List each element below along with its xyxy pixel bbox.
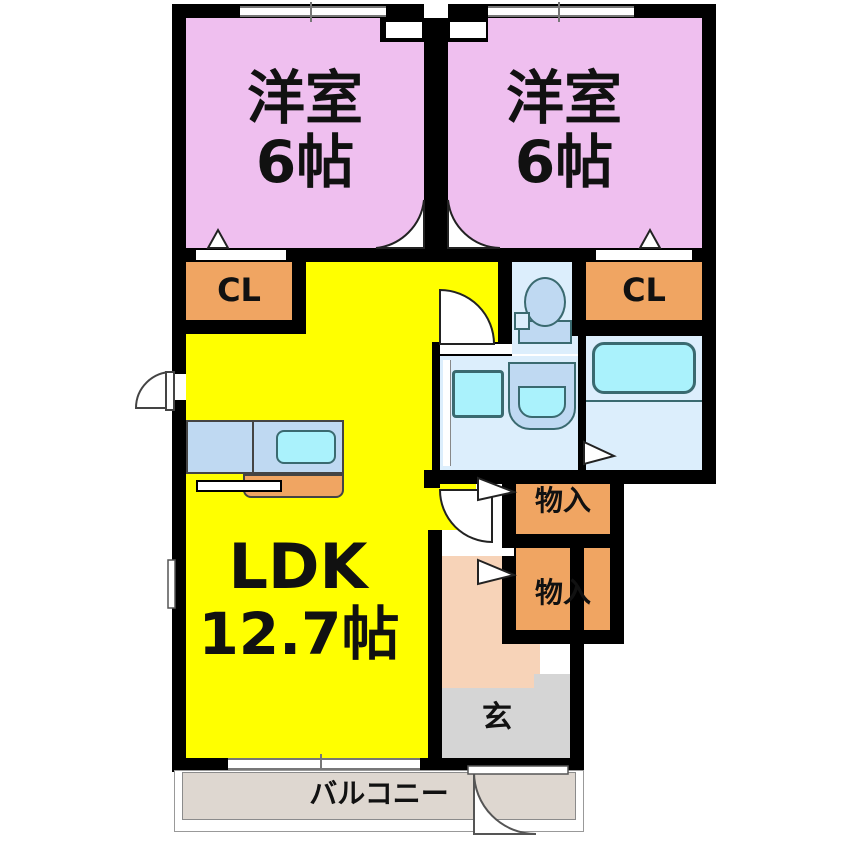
bathtub-fixture (592, 342, 696, 394)
entrance-label: 玄 (482, 700, 512, 735)
wall-storage-divider (502, 534, 624, 548)
wall-washroom-west (432, 342, 440, 470)
hall-storage-door-bar (442, 548, 514, 556)
wall-bedroom-partition (424, 18, 448, 262)
wall-storage-upper-north (502, 470, 624, 484)
wall-west-upper (172, 4, 186, 374)
wall-toilet-north (498, 248, 586, 262)
closet-left-label: CL (217, 271, 261, 309)
wall-east-hall (570, 534, 584, 772)
bedroom-right-label: 洋室 (505, 64, 622, 132)
wall-toilet-west (498, 262, 512, 354)
storage-lower-label: 物入 (534, 576, 591, 609)
wall-west-lower (172, 400, 186, 758)
bedroom-right-size: 6帖 (514, 128, 614, 196)
storage-upper-label: 物入 (534, 484, 591, 517)
washroom-shelf (443, 360, 451, 466)
balcony-label: バルコニー (309, 777, 449, 810)
closet-left-door-bar (196, 250, 286, 260)
wall-hall-north (424, 470, 440, 488)
wall-east-upper (702, 4, 716, 470)
wall-closet-left-south (172, 320, 306, 334)
wall-east-storage (610, 470, 624, 548)
wall-bath-north (578, 322, 716, 336)
partition-window-left (386, 22, 422, 38)
closet-right-label: CL (622, 271, 666, 309)
toilet-cistern-side (514, 312, 530, 330)
toilet-bowl (524, 277, 566, 327)
ldk-size-label: 12.7帖 (198, 600, 400, 668)
bedroom-left-size: 6帖 (255, 128, 355, 196)
closet-right-door-bar (596, 250, 692, 260)
ldk-label: LDK (228, 530, 368, 603)
window-balcony (228, 758, 420, 770)
kitchen-sink (276, 430, 336, 464)
closet-right (586, 262, 702, 320)
bathroom-divider (586, 400, 702, 402)
ldk-fill-upper-right (292, 262, 512, 354)
storage-lower (516, 548, 610, 642)
closet-left (186, 262, 292, 320)
window-bedroom-right-north (488, 6, 634, 17)
window-bedroom-left-north-mullion (310, 2, 312, 22)
wall-storage-east-lower (610, 548, 624, 644)
ldk-kitchen-door-bar (196, 480, 282, 492)
washbasin-bowl (518, 386, 566, 418)
wall-closet-left-east (292, 248, 306, 334)
window-bedroom-right-north-mullion (558, 2, 560, 22)
bedroom-left-label: 洋室 (246, 64, 363, 132)
washing-machine-space (452, 370, 504, 418)
window-bedroom-left-north (240, 6, 386, 17)
wall-toilet-east (578, 262, 586, 470)
wall-hall-ldk (428, 530, 442, 758)
kitchen-counter-divider (252, 420, 254, 474)
wall-storage-south (502, 630, 624, 644)
washroom-door-bar (440, 344, 512, 354)
window-balcony-mullion (320, 754, 322, 774)
wall-storage-west (502, 470, 516, 644)
partition-window-right (450, 22, 486, 38)
storage-upper (516, 478, 610, 534)
